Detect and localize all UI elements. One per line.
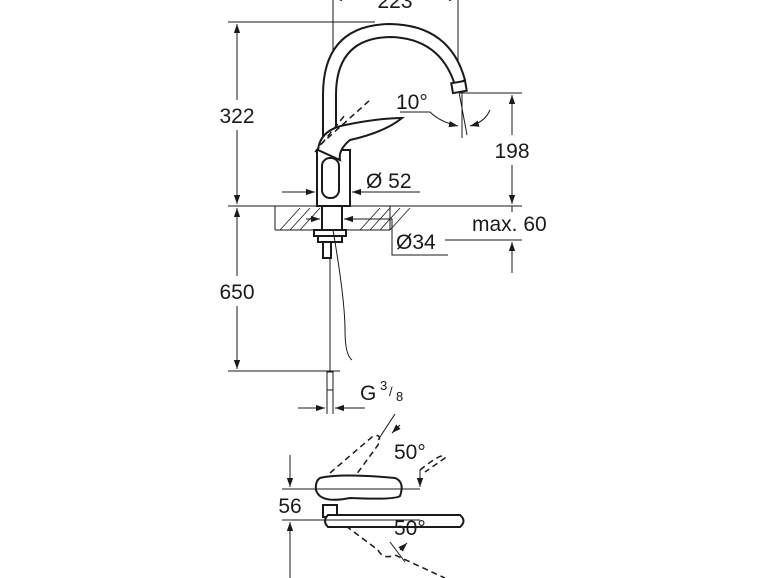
body-diameter-label: Ø 52 bbox=[366, 170, 412, 193]
hose-length-label: 650 bbox=[219, 281, 254, 304]
thread-dimension: G 3 / 8 bbox=[298, 371, 403, 414]
hatch-line bbox=[279, 207, 301, 231]
counter-thickness-dimension: max. 60 bbox=[472, 206, 547, 273]
thread-slash: / bbox=[389, 384, 393, 399]
thread-label: G bbox=[360, 382, 376, 405]
height-label: 322 bbox=[219, 105, 254, 128]
thread-denominator: 8 bbox=[396, 389, 403, 404]
hatch-line bbox=[289, 207, 311, 231]
hatch-line bbox=[389, 207, 411, 231]
hose-length-dimension: 650 bbox=[219, 208, 340, 372]
lever-height-dimension: 56 bbox=[272, 455, 308, 578]
spout-height-label: 198 bbox=[494, 140, 529, 163]
hole-diameter-label: Ø34 bbox=[396, 231, 436, 254]
height-dimension: 322 bbox=[212, 21, 375, 204]
spout-height-dimension: 198 bbox=[460, 92, 530, 204]
hole-diameter-dimension: Ø34 bbox=[306, 215, 522, 256]
lower-lever-angle-label: 50° bbox=[394, 517, 426, 540]
upper-lever-angle-label: 50° bbox=[394, 441, 426, 464]
faucet-top-view: 50° 50° bbox=[282, 413, 465, 578]
body-diameter-dimension: Ø 52 bbox=[282, 170, 420, 196]
thread-numerator: 3 bbox=[380, 378, 387, 393]
counter-thickness-label: max. 60 bbox=[472, 213, 547, 236]
swivel-angle-label: 10° bbox=[396, 91, 428, 114]
reach-label: 223 bbox=[377, 0, 412, 13]
faucet-side-view: 10° bbox=[313, 22, 491, 372]
lever-height-label: 56 bbox=[278, 495, 301, 518]
